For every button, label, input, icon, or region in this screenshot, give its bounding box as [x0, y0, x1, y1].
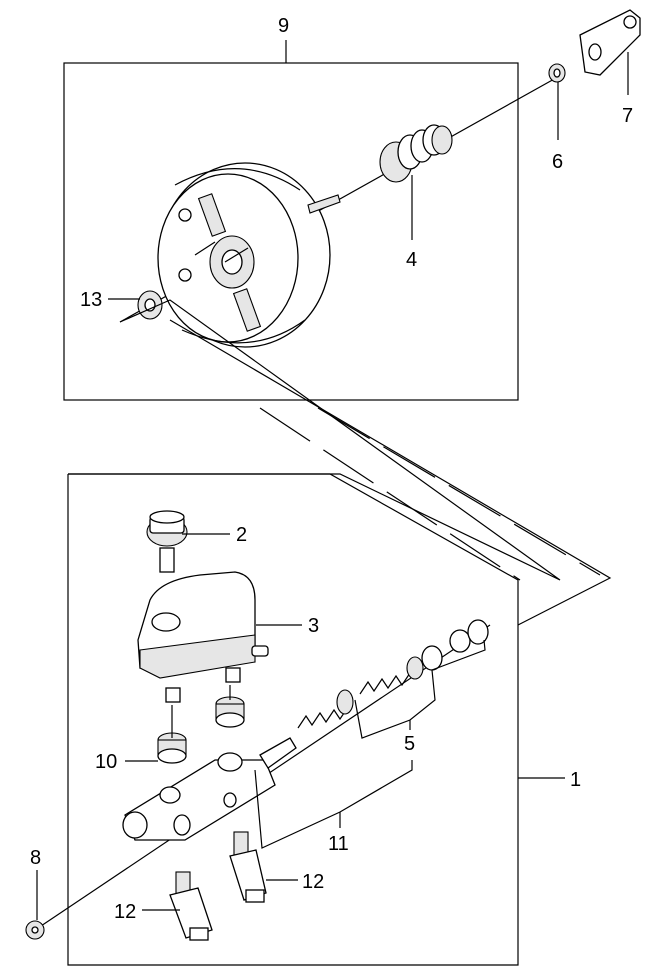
callout-1: 1: [570, 769, 581, 791]
master-cylinder-body: [122, 737, 297, 841]
part-10-grommets: [157, 685, 245, 764]
callout-11: 11: [328, 833, 349, 855]
callout-6: 6: [552, 151, 563, 173]
callout-4: 4: [406, 249, 417, 271]
callout-2: 2: [236, 524, 247, 546]
callout-3: 3: [308, 615, 319, 637]
part-8-nut: [25, 920, 45, 940]
callout-13: 13: [80, 289, 102, 311]
part-2-cap: [146, 510, 188, 573]
callout-5: 5: [404, 733, 415, 755]
callout-12-left: 12: [114, 901, 136, 923]
callout-12-right: 12: [302, 871, 324, 893]
bracket-5: [354, 639, 486, 739]
callout-7: 7: [622, 105, 633, 127]
dash-line-2: [317, 407, 601, 576]
master-cylinder-frame: [67, 473, 519, 966]
part-6-nut: [548, 63, 566, 83]
callout-9: 9: [278, 15, 289, 37]
part-5-internals: [297, 619, 489, 729]
callout-8: 8: [30, 847, 41, 869]
part-4-boot: [379, 124, 453, 183]
callout-10: 10: [95, 751, 117, 773]
booster-assembly-frame: [63, 62, 519, 401]
part-12-fitting-right: [229, 831, 267, 903]
part-3-reservoir: [137, 571, 269, 703]
part-12-fitting-left: [169, 871, 213, 941]
dash-line-1: [259, 407, 521, 581]
connection-outline-a: [68, 299, 561, 581]
connection-outline-b: [169, 319, 612, 626]
part-7-clevis: [579, 9, 641, 76]
brake-booster: [157, 162, 341, 348]
